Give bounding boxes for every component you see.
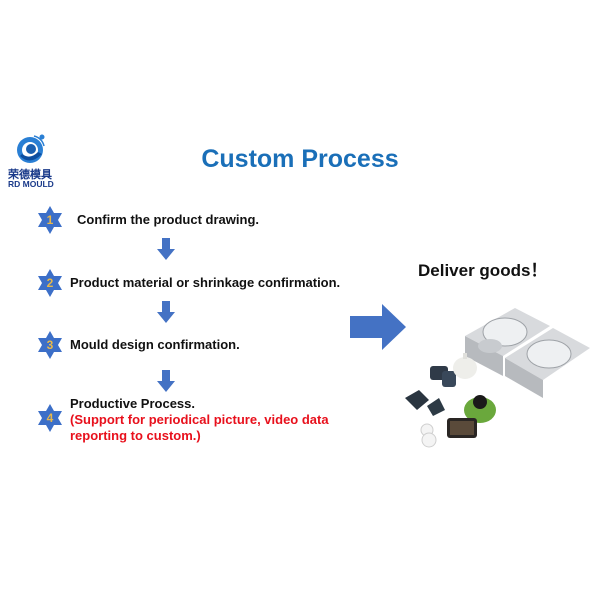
company-logo: 荣德模具 RD MOULD: [6, 132, 66, 190]
star-icon: [38, 404, 62, 432]
arrow-down-icon: [157, 238, 175, 260]
arrow-down-icon: [157, 370, 175, 392]
mould-block-left: [465, 308, 550, 376]
step-number: 2: [46, 276, 54, 290]
step-3-badge: 3: [35, 330, 65, 360]
step-4-badge: 4: [35, 403, 65, 433]
step-3-text: Mould design confirmation.: [70, 337, 240, 352]
logo-english-name: RD MOULD: [8, 179, 54, 189]
step-4-note-line-1: (Support for periodical picture, video d…: [70, 412, 329, 427]
plastic-parts: [405, 353, 496, 448]
arrow-down-icon: [157, 301, 175, 323]
step-1-text: Confirm the product drawing.: [77, 212, 259, 227]
step-number: 4: [46, 411, 54, 425]
swirl-logo-icon: [17, 134, 45, 163]
mould-and-plastic-parts-photo: [405, 308, 590, 448]
star-icon: [38, 331, 62, 359]
mould-block-right: [505, 328, 590, 398]
deliver-goods-label: Deliver goods！: [418, 261, 548, 280]
logo-chinese-name: 荣德模具: [8, 168, 52, 181]
step-number: 3: [46, 338, 54, 352]
step-4-text: Productive Process.: [70, 396, 195, 411]
arrow-right-icon: [350, 304, 406, 350]
step-2-badge: 2: [35, 268, 65, 298]
step-2-text: Product material or shrinkage confirmati…: [70, 275, 341, 290]
step-4-note-line-2: reporting to custom.): [70, 428, 201, 443]
step-number: 1: [46, 213, 54, 227]
page-title: Custom Process: [201, 145, 399, 173]
star-icon: [38, 269, 62, 297]
star-icon: [38, 206, 62, 234]
step-1-badge: 1: [35, 205, 65, 235]
